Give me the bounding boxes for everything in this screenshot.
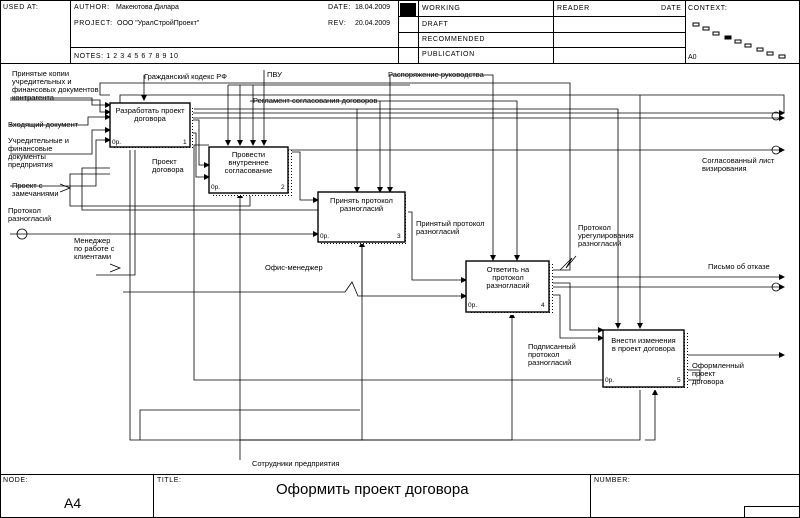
box-4-cost: 0р.: [468, 302, 478, 309]
label-manager: Менеджер по работе с клиентами: [74, 236, 115, 261]
project-label: PROJECT:: [74, 20, 113, 27]
author-value: Макеютова Дилара: [116, 4, 179, 11]
label-draft: Проект договора: [152, 157, 184, 174]
label-agreed-list: Согласованный лист визирования: [702, 156, 775, 173]
author-label: AUTHOR:: [74, 4, 110, 11]
context-label: CONTEXT:: [688, 5, 728, 12]
label-settlement-protocol: Протокол урегулирования разногласий: [578, 223, 634, 248]
box-1-cost: 0р.: [112, 139, 122, 146]
box-5-title: Внести изменения в проект договора: [611, 336, 676, 353]
label-civil-code: Гражданский кодекс РФ: [144, 72, 227, 81]
project-value: ООО "УралСтройПроект": [117, 20, 200, 27]
label-copies: Принятые копии учредительных и финансовы…: [12, 69, 99, 102]
box-5-cost: 0р.: [605, 377, 615, 384]
date-value: 18.04.2009: [355, 4, 391, 11]
activity-boxes: [109, 102, 685, 388]
status-publication: PUBLICATION: [422, 51, 475, 58]
label-own-docs: Учредительные и финансовые документы пре…: [8, 136, 69, 169]
label-formatted: Оформленный проект договора: [692, 361, 744, 386]
box-3-cost: 0р.: [320, 233, 330, 240]
box-3-number: 3: [397, 233, 401, 240]
used-at-label: USED AT:: [3, 4, 39, 11]
rev-label: REV:: [328, 20, 347, 27]
label-refusal: Письмо об отказе: [708, 262, 770, 271]
box-5: [602, 329, 685, 388]
label-order: Распоряжение руководства: [388, 70, 484, 79]
label-pvu: ПВУ: [267, 70, 282, 79]
box-2-title: Провести внутреннее согласование: [224, 150, 273, 175]
box-2-cost: 0р.: [211, 184, 221, 191]
title-label: TITLE:: [157, 477, 182, 484]
box-1: [109, 102, 191, 148]
box-2: [208, 146, 289, 194]
reader-date-label: DATE: [661, 5, 682, 12]
label-project-remarks: Проект с замечаниями: [12, 181, 59, 198]
box-4-title: Ответить на протокол разногласий: [486, 265, 530, 290]
number-label: NUMBER:: [594, 477, 631, 484]
working-indicator: [400, 3, 416, 16]
rev-value: 20.04.2009: [355, 20, 391, 27]
header-grid: [0, 0, 800, 64]
box-1-number: 1: [183, 139, 187, 146]
box-4: [465, 260, 550, 313]
tunnel-markers: [771, 111, 781, 292]
node-label: NODE:: [3, 477, 29, 484]
status-draft: DRAFT: [422, 21, 449, 28]
status-recommended: RECOMMENDED: [422, 36, 485, 43]
box-3-title: Принять протокол разногласий: [330, 196, 393, 213]
node-value: A4: [64, 495, 82, 511]
diagram-title: Оформить проект договора: [276, 481, 469, 498]
context-node: A0: [688, 54, 697, 61]
reader-label: READER: [557, 5, 590, 12]
label-staff: Сотрудники предприятия: [252, 459, 340, 468]
status-working: WORKING: [422, 5, 461, 12]
label-signed-protocol: Подписанный протокол разногласий: [528, 342, 576, 367]
notes: NOTES: 1 2 3 4 5 6 7 8 9 10: [74, 53, 179, 60]
box-3: [317, 191, 406, 243]
context-thumbnail: [692, 22, 786, 59]
box-4-number: 4: [541, 302, 545, 309]
label-protocol-in: Протокол разногласий: [8, 206, 52, 223]
label-incoming: Входящий документ: [8, 120, 79, 129]
label-regulation: Регламент согласования договоров: [253, 96, 378, 105]
box-1-title: Разработать проект договора: [115, 106, 185, 123]
box-5-number: 5: [677, 377, 681, 384]
arrows: [10, 70, 785, 460]
label-accepted-protocol: Принятый протокол разногласий: [416, 219, 485, 236]
date-label: DATE:: [328, 4, 352, 11]
label-office-manager: Офис-менеджер: [265, 263, 323, 272]
box-2-number: 2: [281, 184, 285, 191]
